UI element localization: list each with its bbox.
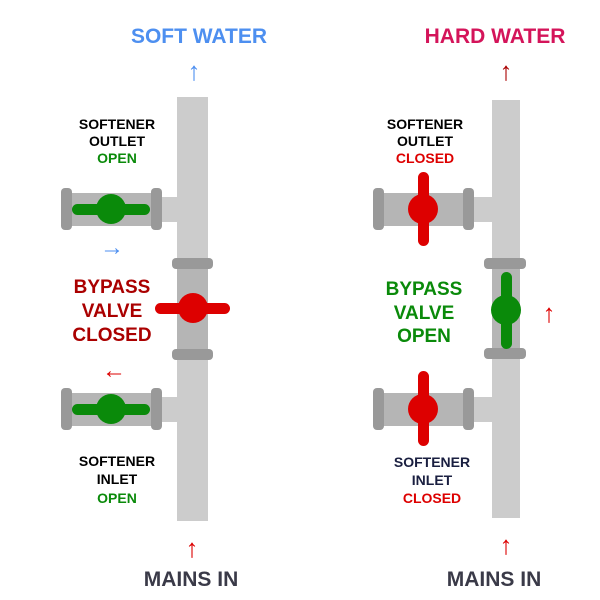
flange xyxy=(373,388,384,430)
outlet-state: CLOSED xyxy=(396,150,454,166)
inlet-label-line1: SOFTENER xyxy=(394,454,470,470)
title-hard-water: HARD WATER xyxy=(425,25,566,48)
flange xyxy=(151,188,162,230)
right-panel-hard-water: HARD WATER ↑ SOFTENER OUTLET CLOSED BYPA… xyxy=(373,25,565,591)
arrow-up-icon: ↑ xyxy=(188,56,201,86)
flange xyxy=(172,349,213,360)
flange xyxy=(373,188,384,230)
inlet-valve-open[interactable] xyxy=(72,394,150,424)
flange xyxy=(61,188,72,230)
outlet-state: OPEN xyxy=(97,150,137,166)
inlet-valve-closed[interactable] xyxy=(408,371,438,446)
bypass-state: CLOSED xyxy=(72,325,151,346)
arrow-left-icon: ← xyxy=(102,357,126,384)
arrow-up-icon: ↑ xyxy=(500,56,513,86)
flange xyxy=(151,388,162,430)
bypass-valve-open[interactable] xyxy=(491,272,521,349)
flange xyxy=(484,258,526,269)
inlet-label-line2: INLET xyxy=(412,472,453,488)
flange xyxy=(172,258,213,269)
bypass-label-line2: VALVE xyxy=(394,303,455,324)
flange xyxy=(61,388,72,430)
inlet-label-line1: SOFTENER xyxy=(79,453,155,469)
bypass-label-line1: BYPASS xyxy=(386,279,463,300)
outlet-label-line1: SOFTENER xyxy=(387,116,463,132)
title-soft-water: SOFT WATER xyxy=(131,25,267,48)
arrow-up-icon: ↑ xyxy=(543,298,556,328)
outlet-label-line2: OUTLET xyxy=(397,133,453,149)
flange xyxy=(484,348,526,359)
inlet-state: OPEN xyxy=(97,490,137,506)
outlet-valve-closed[interactable] xyxy=(408,172,438,246)
inlet-state: CLOSED xyxy=(403,490,461,506)
bypass-label-line2: VALVE xyxy=(82,301,143,322)
bypass-label-line1: BYPASS xyxy=(74,277,151,298)
flange xyxy=(463,388,474,430)
outlet-label-line1: SOFTENER xyxy=(79,116,155,132)
mains-in-label: MAINS IN xyxy=(447,568,542,591)
mains-in-label: MAINS IN xyxy=(144,568,239,591)
left-panel-soft-water: SOFT WATER ↑ SOFTENER OUTLET OPEN → BYPA… xyxy=(61,25,267,591)
arrow-up-icon: ↑ xyxy=(500,530,513,560)
arrow-up-icon: ↑ xyxy=(186,533,199,563)
bypass-valve-closed[interactable] xyxy=(155,293,230,323)
outlet-valve-open[interactable] xyxy=(72,194,150,224)
bypass-state: OPEN xyxy=(397,326,451,347)
inlet-label-line2: INLET xyxy=(97,471,138,487)
flange xyxy=(463,188,474,230)
arrow-right-icon: → xyxy=(100,234,124,261)
outlet-label-line2: OUTLET xyxy=(89,133,145,149)
